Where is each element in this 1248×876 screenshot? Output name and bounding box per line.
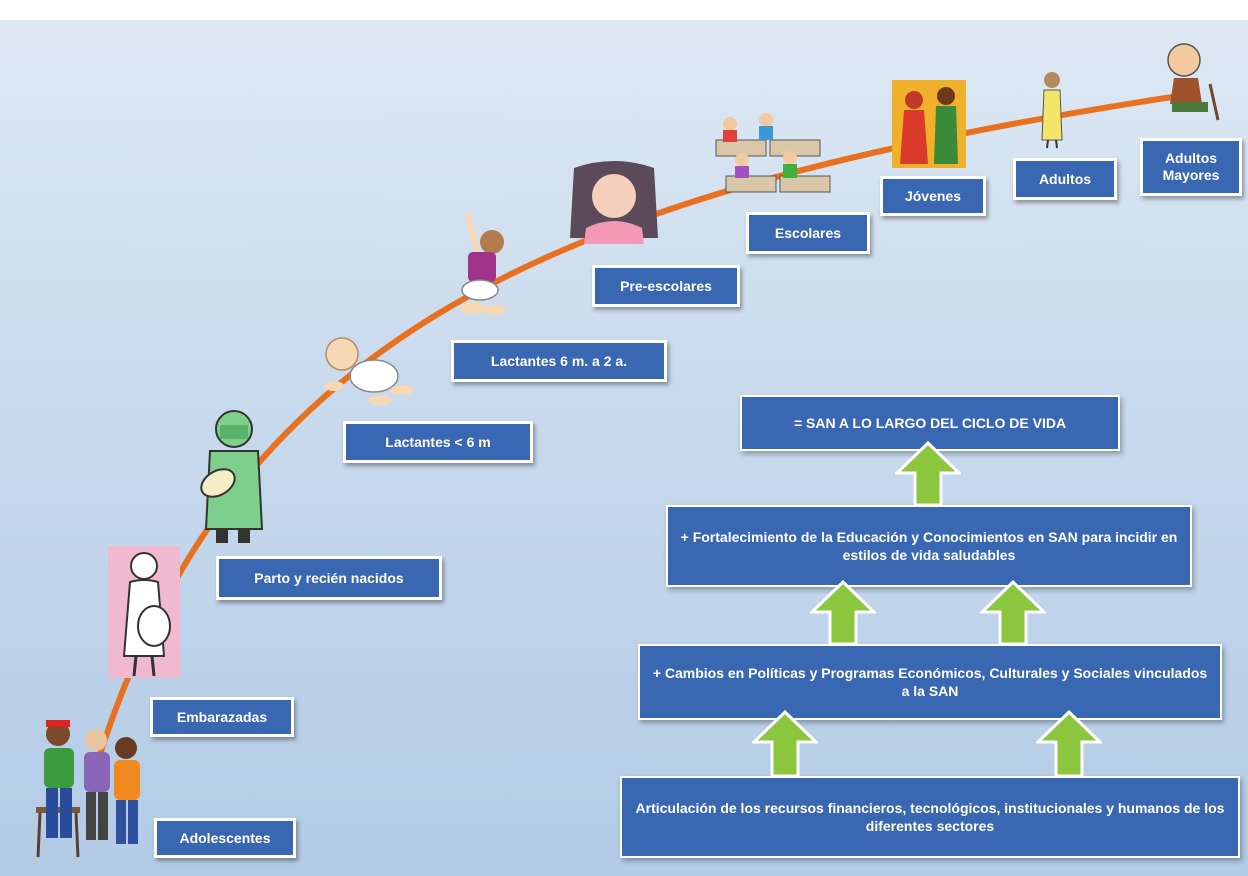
stage-label-adultos-mayores: Adultos Mayores — [1140, 138, 1242, 196]
stage-label-adultos: Adultos — [1013, 158, 1117, 200]
nurse-with-newborn-illustration — [200, 410, 264, 543]
stage-label-adolescentes: Adolescentes — [154, 818, 296, 858]
education-block: + Fortalecimiento de la Educación y Cono… — [666, 505, 1192, 587]
up-arrow-icon — [752, 710, 818, 778]
up-arrow-icon — [810, 580, 876, 646]
adult-woman-illustration — [1041, 72, 1063, 149]
policies-block: + Cambios en Políticas y Programas Econó… — [638, 644, 1222, 720]
stage-label-lactantes-6m: Lactantes < 6 m — [343, 421, 533, 463]
elderly-man-illustration — [1167, 43, 1220, 121]
adolescents-illustration — [36, 720, 140, 858]
stage-label-lactantes-2a: Lactantes 6 m. a 2 a. — [451, 340, 667, 382]
base-resources-block: Articulación de los recursos financieros… — [620, 776, 1240, 858]
up-arrow-icon — [895, 441, 961, 507]
up-arrow-icon — [1036, 710, 1102, 778]
young-people-illustration — [892, 80, 966, 168]
stage-label-parto: Parto y recién nacidos — [216, 556, 442, 600]
schoolchildren-illustration — [715, 113, 831, 193]
stage-label-embarazadas: Embarazadas — [150, 697, 294, 737]
stage-label-escolares: Escolares — [746, 212, 870, 254]
stage-label-jovenes: Jóvenes — [880, 176, 986, 216]
crawling-baby-illustration — [324, 337, 414, 405]
preschooler-illustration — [570, 161, 658, 244]
pregnant-woman-illustration — [108, 546, 180, 678]
standing-toddler-illustration — [460, 213, 506, 315]
stage-label-preescolares: Pre-escolares — [592, 265, 740, 307]
up-arrow-icon — [980, 580, 1046, 646]
top-band — [0, 0, 1248, 20]
